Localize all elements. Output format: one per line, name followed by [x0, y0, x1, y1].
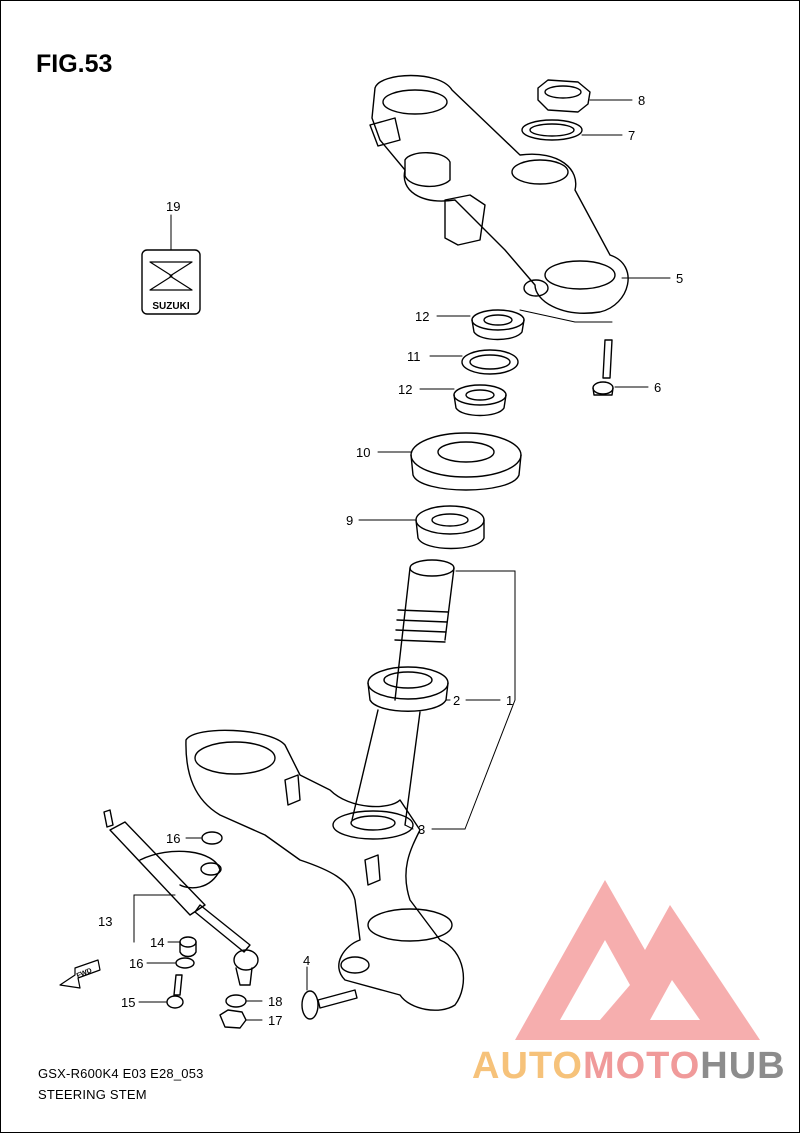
suzuki-logo-text: SUZUKI: [152, 301, 189, 312]
watermark-part-3: HUB: [700, 1045, 786, 1087]
upper-bracket-part: [369, 74, 629, 314]
washer-part: [521, 119, 583, 141]
watermark-part-2: MOTO: [582, 1045, 701, 1087]
callout-17: 17: [268, 1013, 282, 1028]
lock-washer-part: [461, 349, 519, 375]
bolt-lower-part: [301, 989, 358, 1020]
callout-7: 7: [628, 128, 635, 143]
damper-bolt-part: [166, 974, 184, 1009]
forward-arrow-icon: FWD: [59, 959, 101, 989]
callout-16-lower: 16: [129, 956, 143, 971]
lower-bracket-part: [185, 729, 465, 1011]
steering-damper-part: [103, 809, 259, 986]
callout-15: 15: [121, 995, 135, 1010]
callout-6: 6: [654, 380, 661, 395]
callout-9: 9: [346, 513, 353, 528]
callout-12-upper: 12: [415, 309, 429, 324]
callout-1: 1: [506, 693, 513, 708]
callout-10: 10: [356, 445, 370, 460]
damper-nut-part: [219, 1009, 247, 1029]
watermark-triangle: [515, 880, 760, 1040]
lock-nut-upper-part: [471, 309, 525, 341]
callout-labels: 19 8 7 5 6 12 11 12 10 9 2 1 3 4 16 13 1…: [98, 93, 683, 1028]
callout-18: 18: [268, 994, 282, 1009]
callout-4: 4: [303, 953, 310, 968]
dust-seal-part: [410, 432, 522, 491]
watermark-text: AUTOMOTOHUB: [472, 1045, 786, 1088]
forward-arrow-label: FWD: [76, 967, 93, 979]
callout-2: 2: [453, 693, 460, 708]
steering-stem-nut-part: [537, 79, 591, 113]
bearing-part: [415, 505, 485, 550]
figure-title: FIG.53: [36, 50, 113, 78]
lock-nut-lower-part: [453, 384, 507, 417]
callout-8: 8: [638, 93, 645, 108]
steering-stem-part: [332, 559, 455, 840]
callout-19: 19: [166, 199, 180, 214]
footer-code: GSX-R600K4 E03 E28_053: [38, 1066, 204, 1081]
callout-13: 13: [98, 914, 112, 929]
callout-11: 11: [407, 349, 421, 364]
damper-bushing-part: [179, 936, 197, 958]
callout-5: 5: [676, 271, 683, 286]
leader-lines: [133, 99, 671, 1021]
bolt-upper-part: [592, 339, 614, 396]
callout-3: 3: [418, 822, 425, 837]
watermark-part-1: AUTO: [472, 1045, 583, 1087]
footer-section: STEERING STEM: [38, 1087, 147, 1102]
suzuki-logo-icon: SUZUKI: [141, 249, 201, 315]
callout-12-lower: 12: [398, 382, 412, 397]
callout-14: 14: [150, 935, 164, 950]
callout-16-upper: 16: [166, 831, 180, 846]
